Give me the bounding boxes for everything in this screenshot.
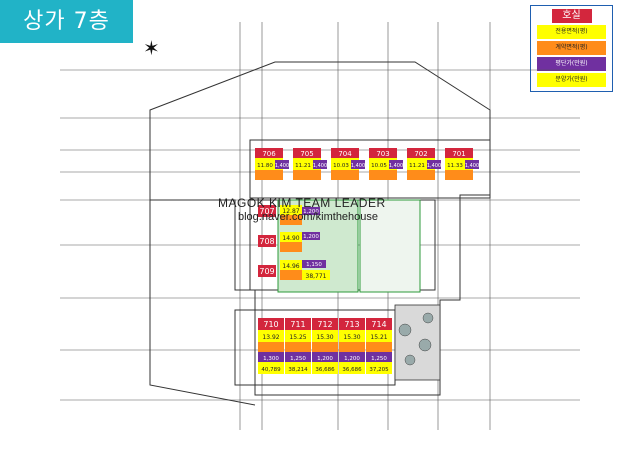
unit-price-714: 1,250 xyxy=(371,356,387,362)
unit-714 xyxy=(366,318,392,374)
unit-exclusive-702: 11.21 xyxy=(409,163,425,169)
unit-label-702: 702 xyxy=(414,150,427,158)
unit-711 xyxy=(285,318,311,374)
watermark-line2: blog.naver.com/kimthehouse xyxy=(238,211,379,223)
unit-label-708: 708 xyxy=(259,237,274,246)
unit-713 xyxy=(339,318,365,374)
unit-label-714: 714 xyxy=(371,320,386,329)
unit-label-705: 705 xyxy=(300,150,313,158)
unit-total-709: 38,771 xyxy=(306,273,327,280)
unit-price-703: 1,400 xyxy=(389,163,403,169)
unit-price-702: 1,400 xyxy=(427,163,441,169)
unit-label-701: 701 xyxy=(452,150,465,158)
unit-total-710: 40,789 xyxy=(261,367,281,373)
unit-price-701: 1,400 xyxy=(465,163,479,169)
unit-price-710: 1,300 xyxy=(263,356,279,362)
side-unit-column xyxy=(258,205,330,280)
unit-price-707: 1,200 xyxy=(303,209,319,215)
unit-exclusive-701: 11.33 xyxy=(447,163,463,169)
unit-price-713: 1,200 xyxy=(344,356,360,362)
garden-area xyxy=(394,304,441,381)
unit-707-header xyxy=(258,205,276,217)
unit-exclusive-705: 11.21 xyxy=(295,163,311,169)
unit-total-712: 36,686 xyxy=(315,367,335,373)
page-title: 상가 7층 xyxy=(0,0,133,43)
unit-price-708: 1,200 xyxy=(303,234,319,240)
unit-exclusive-710: 13.92 xyxy=(262,334,279,341)
unit-price-704: 1,400 xyxy=(351,163,365,169)
unit-price-705: 1,400 xyxy=(313,163,327,169)
unit-price-712: 1,200 xyxy=(317,356,333,362)
unit-exclusive-706: 11.80 xyxy=(257,163,273,169)
unit-label-710: 710 xyxy=(263,320,278,329)
legend-item-exclusive: 전용면적(평) xyxy=(537,25,606,39)
unit-label-704: 704 xyxy=(338,150,352,158)
unit-total-713: 36,686 xyxy=(342,367,362,373)
watermark-line1: MAGOK KIM TEAM LEADER xyxy=(218,196,386,210)
unit-total-711: 38,214 xyxy=(288,367,308,373)
legend-box: 호실 전용면적(평) 계약면적(평) 평단가(만원) 분양가(만원) xyxy=(530,5,613,92)
unit-exclusive-709: 14.96 xyxy=(282,263,299,270)
legend-item-price-per: 평단가(만원) xyxy=(537,57,606,71)
top-unit-row xyxy=(255,148,479,180)
unit-710 xyxy=(258,318,284,374)
unit-exclusive-707: 12.87 xyxy=(282,208,299,215)
unit-exclusive-714: 15.21 xyxy=(370,334,387,341)
north-arrow-icon: ✶ xyxy=(143,36,160,60)
price-per-cells-top xyxy=(275,160,479,169)
unit-exclusive-713: 15.30 xyxy=(343,334,360,341)
legend-item-contract: 계약면적(평) xyxy=(537,41,606,55)
unit-label-713: 713 xyxy=(344,320,359,329)
unit-exclusive-704: 10.03 xyxy=(333,163,349,169)
unit-label-711: 711 xyxy=(290,320,305,329)
bottom-unit-row xyxy=(258,318,392,374)
unit-label-709: 709 xyxy=(259,267,274,276)
unit-label-707: 707 xyxy=(259,207,274,216)
legend-heading: 호실 xyxy=(551,9,592,23)
unit-712 xyxy=(312,318,338,374)
unit-label-706: 706 xyxy=(262,150,276,158)
legend-item-total: 분양가(만원) xyxy=(537,73,606,87)
unit-price-711: 1,250 xyxy=(290,356,306,362)
unit-exclusive-711: 15.25 xyxy=(289,334,306,341)
core-area xyxy=(359,199,421,293)
unit-709-header xyxy=(258,265,276,277)
unit-708-header xyxy=(258,235,276,247)
unit-price-709: 1,150 xyxy=(306,262,322,268)
unit-exclusive-703: 10.05 xyxy=(371,163,387,169)
unit-exclusive-712: 15.30 xyxy=(316,334,333,341)
unit-exclusive-708: 14.90 xyxy=(282,235,299,242)
unit-label-703: 703 xyxy=(376,150,389,158)
unit-price-706: 1,400 xyxy=(275,163,289,169)
unit-total-714: 37,205 xyxy=(369,367,389,373)
unit-label-712: 712 xyxy=(317,320,332,329)
garden-plants xyxy=(398,312,434,366)
